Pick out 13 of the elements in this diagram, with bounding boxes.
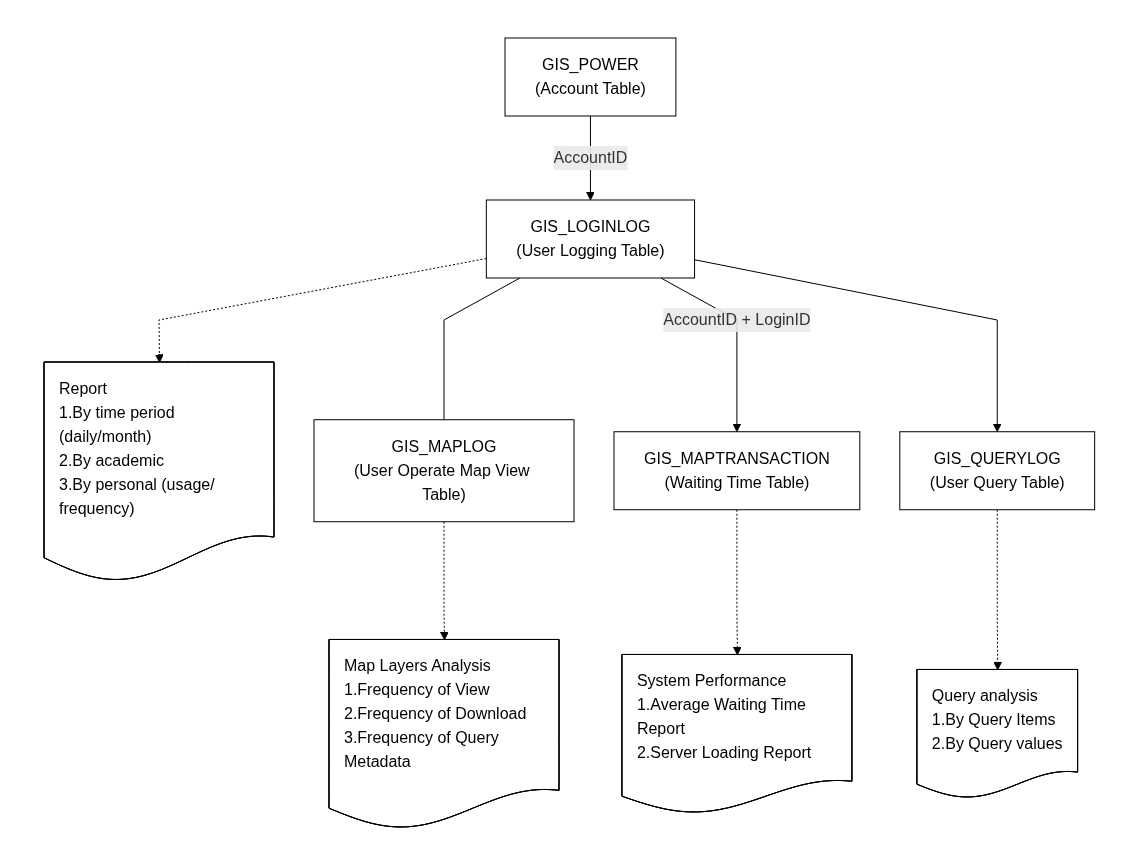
connector — [443, 277, 521, 420]
node-box: GIS_MAPLOG (User Operate Map View Table) — [313, 418, 575, 522]
edge-label: AccountID — [553, 148, 628, 166]
node-box: GIS_QUERYLOG (User Query Table) — [899, 430, 1096, 510]
arrow — [993, 508, 1003, 670]
node-box: GIS_LOGINLOG (User Logging Table) — [486, 199, 696, 278]
arrow — [155, 257, 487, 363]
arrow — [733, 508, 742, 655]
edge-label: AccountID + LoginID — [663, 310, 811, 328]
arrow — [694, 258, 1002, 432]
arrow — [440, 520, 449, 640]
node-box: GIS_POWER (Account Table) — [504, 37, 677, 116]
node-box: GIS_MAPTRANSACTION (Waiting Time Table) — [613, 430, 861, 510]
